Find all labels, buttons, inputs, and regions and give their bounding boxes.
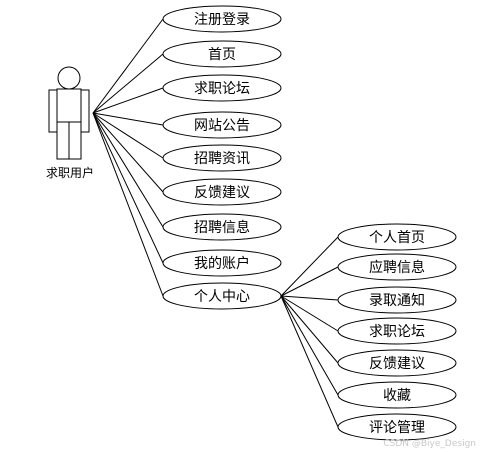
use-case-label: 招聘资讯 (194, 151, 250, 167)
sub-use-case-label: 评论管理 (369, 420, 425, 436)
sub-assoc-line-6 (280, 295, 339, 396)
use-case-label: 我的账户 (194, 255, 250, 272)
assoc-line-4 (92, 112, 164, 126)
sub-assoc-line-4 (280, 295, 339, 332)
sub-use-case-job-forum: 求职论坛 (337, 317, 457, 345)
use-case-label: 招聘信息 (194, 219, 250, 236)
assoc-line-6 (92, 112, 164, 193)
assoc-line-1 (92, 18, 164, 114)
use-case-recruitment-news: 招聘资讯 (162, 144, 282, 172)
assoc-line-8 (92, 112, 164, 264)
actor (48, 66, 90, 160)
assoc-line-3 (92, 87, 164, 114)
sub-use-case-favorites: 收藏 (337, 381, 457, 409)
use-case-label: 注册登录 (194, 12, 250, 28)
assoc-line-9 (92, 112, 164, 297)
actor-body (56, 88, 82, 123)
actor-left-leg (56, 121, 70, 160)
sub-use-case-label: 录取通知 (369, 292, 425, 309)
sub-use-case-label: 收藏 (383, 388, 411, 404)
sub-use-case-label: 个人首页 (369, 230, 425, 246)
use-case-my-account: 我的账户 (162, 249, 282, 277)
sub-use-case-personal-home: 个人首页 (337, 223, 457, 251)
actor-associations (92, 18, 164, 297)
sub-use-case-label: 求职论坛 (369, 324, 425, 340)
sub-use-case-admission-notice: 录取通知 (337, 286, 457, 314)
use-case-home: 首页 (162, 40, 282, 68)
sub-use-case-label: 应聘信息 (369, 259, 425, 276)
actor-label: 求职用户 (46, 165, 94, 180)
actor-right-arm (80, 89, 90, 133)
personal-center-associations (280, 236, 339, 428)
use-case-feedback: 反馈建议 (162, 178, 282, 206)
sub-assoc-line-1 (280, 236, 339, 297)
actor-head (57, 66, 81, 90)
assoc-line-2 (92, 53, 164, 114)
sub-use-case-list: 个人首页 应聘信息 录取通知 求职论坛 反馈建议 收藏 评论管理 (337, 223, 457, 441)
use-case-label: 个人中心 (194, 289, 250, 305)
assoc-line-5 (92, 112, 164, 159)
sub-assoc-line-7 (280, 295, 339, 428)
use-case-site-announcement: 网站公告 (162, 111, 282, 139)
sub-use-case-application-info: 应聘信息 (337, 253, 457, 281)
assoc-line-7 (92, 112, 164, 228)
sub-use-case-label: 反馈建议 (369, 356, 425, 372)
use-case-label: 反馈建议 (194, 185, 250, 201)
use-case-recruitment-info: 招聘信息 (162, 213, 282, 241)
actor-left-arm (48, 89, 58, 133)
use-case-register-login: 注册登录 (162, 5, 282, 33)
use-case-personal-center: 个人中心 (162, 282, 282, 310)
sub-assoc-line-3 (280, 295, 339, 301)
sub-assoc-line-5 (280, 295, 339, 364)
use-case-job-forum: 求职论坛 (162, 74, 282, 102)
use-case-label: 求职论坛 (194, 81, 250, 97)
use-case-label: 网站公告 (194, 118, 250, 134)
use-case-list: 注册登录 首页 求职论坛 网站公告 招聘资讯 反馈建议 招聘信息 我的账户 (162, 5, 282, 310)
sub-use-case-feedback: 反馈建议 (337, 349, 457, 377)
actor-right-leg (68, 121, 82, 160)
sub-assoc-line-2 (280, 266, 339, 297)
watermark: CSDN @Biye_Design (383, 439, 476, 449)
use-case-label: 首页 (208, 47, 236, 63)
sub-use-case-comment-management: 评论管理 (337, 413, 457, 441)
